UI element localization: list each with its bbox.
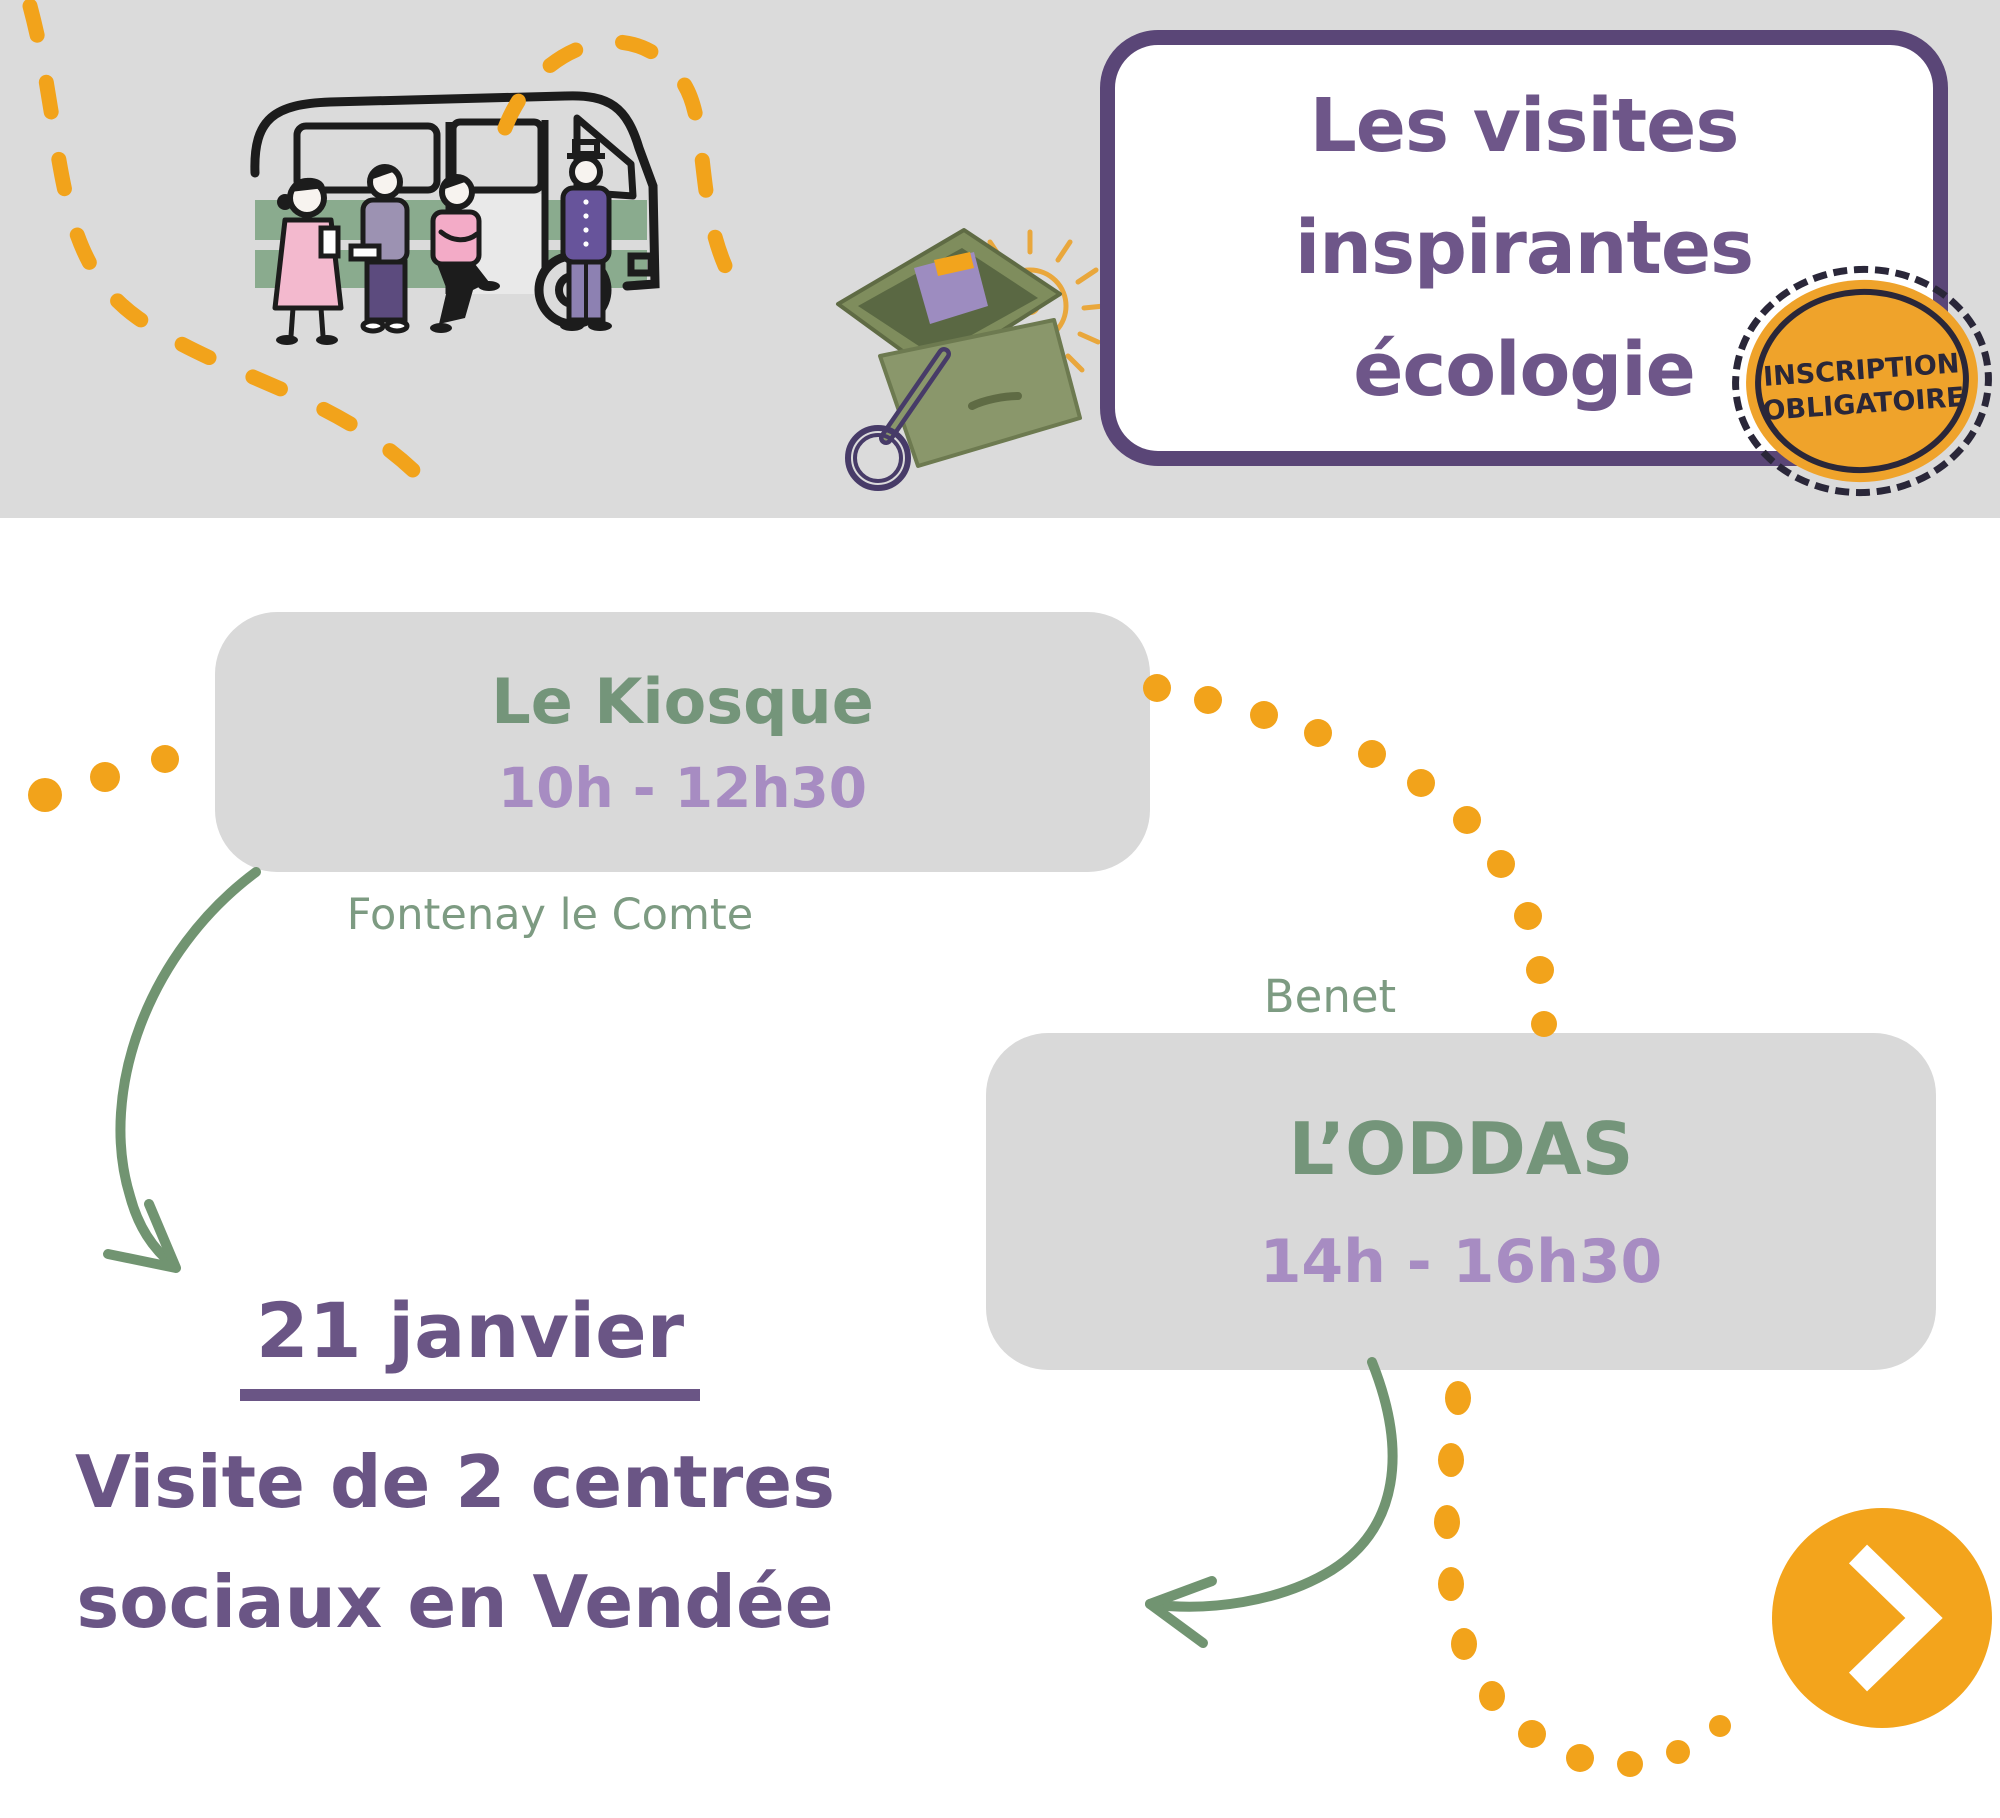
next-button[interactable] [1772, 1508, 1992, 1728]
visit-name: L’ODDAS [1288, 1106, 1634, 1191]
event-description-line-1: Visite de 2 centres [75, 1440, 835, 1524]
curved-arrow-right-icon [1145, 1357, 1398, 1648]
suitcase-idea-illustration [836, 228, 1107, 491]
event-date-wrap: 21 janvier [170, 1286, 770, 1401]
event-description-line-2: sociaux en Vendée [76, 1560, 834, 1644]
inscription-badge-icon: INSCRIPTION OBLIGATOIRE [1739, 272, 1985, 490]
visit-time: 14h - 16h30 [1259, 1226, 1663, 1297]
visit-city-label: Benet [1263, 970, 1397, 1023]
title-card: Les visites inspirantes écologie [1100, 30, 1948, 466]
magnifier-icon [845, 347, 951, 491]
minibus-boarding-illustration [250, 91, 660, 345]
chevron-right-icon [1848, 1544, 1943, 1692]
visit-card-oddas: L’ODDAS 14h - 16h30 [986, 1033, 1936, 1370]
visit-city-label: Fontenay le Comte [346, 890, 754, 940]
visit-card-kiosque: Le Kiosque 10h - 12h30 [215, 612, 1150, 872]
dotted-trail-left [28, 745, 179, 812]
badge-line-1: INSCRIPTION [1762, 348, 1961, 393]
passenger-stepping-in [430, 174, 500, 333]
title-line-3: écologie [1353, 327, 1696, 413]
curved-arrow-left-icon [103, 867, 261, 1273]
event-date: 21 janvier [239, 1286, 701, 1401]
title-line-2: inspirantes [1294, 205, 1754, 291]
visit-time: 10h - 12h30 [497, 755, 868, 820]
dotted-trail-bottom [1434, 1381, 1731, 1777]
visit-name: Le Kiosque [491, 664, 874, 738]
suitcase-icon [836, 228, 1082, 468]
driver-with-hat [560, 139, 612, 331]
title-line-1: Les visites [1309, 83, 1740, 169]
badge-line-2: OBLIGATOIRE [1761, 381, 1966, 427]
event-description: Visite de 2 centres sociaux en Vendée [15, 1422, 895, 1662]
